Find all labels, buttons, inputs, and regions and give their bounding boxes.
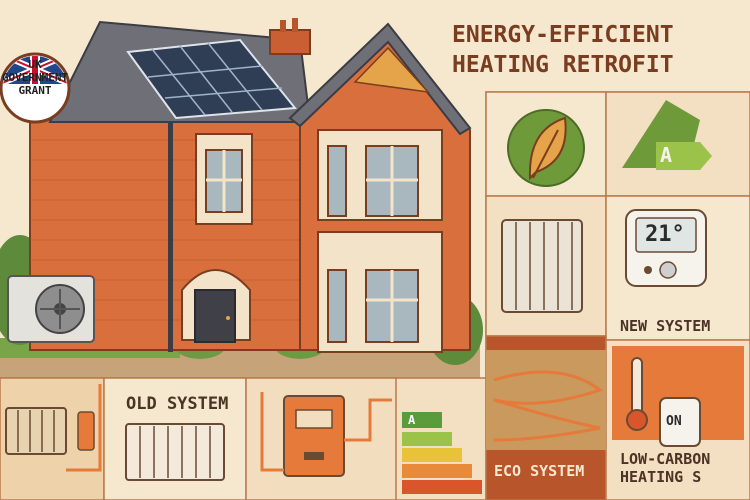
low-carbon-label: LOW-CARBON HEATING S: [620, 450, 710, 486]
new-system-label: NEW SYSTEM: [620, 317, 711, 335]
page-title: ENERGY-EFFICIENT HEATING RETROFIT: [452, 20, 742, 80]
boiler-icon: [260, 392, 392, 477]
switch-state: ON: [666, 414, 682, 429]
flag-icon: [0, 52, 71, 124]
thermometer-icon: [626, 357, 648, 431]
energy-rating-icon: [622, 100, 712, 170]
energy-rating-bars: [402, 412, 482, 494]
grant-badge-text: UK GOVERNMENT GRANT: [0, 58, 70, 97]
low-carbon-line-2: HEATING S: [620, 468, 702, 486]
leaf-icon: [507, 109, 585, 187]
switch-icon: [659, 397, 701, 447]
grant-line-3: GRANT: [18, 84, 52, 97]
heat-pump-icon: [7, 275, 95, 343]
radiator-icon: [501, 219, 583, 313]
radiator-icon: [125, 423, 225, 481]
thermostat-icon: [625, 209, 707, 287]
rating-bar-label: A: [408, 413, 416, 427]
low-carbon-line-1: LOW-CARBON: [620, 450, 711, 468]
eco-system-label: ECO SYSTEM: [494, 462, 585, 480]
radiator-icon: [5, 384, 102, 472]
title-line-2: HEATING RETROFIT: [452, 52, 674, 78]
underfloor-heating: [486, 350, 606, 450]
solar-panel-icon: [126, 38, 297, 120]
title-line-1: ENERGY-EFFICIENT: [452, 22, 674, 48]
thermostat-temp: 21°: [645, 222, 685, 247]
house: [29, 18, 472, 353]
grant-line-2: GOVERNMENT: [1, 71, 69, 84]
rating-letter: A: [660, 143, 673, 167]
old-system-label: OLD SYSTEM: [126, 394, 229, 414]
grant-line-1: UK: [28, 58, 42, 71]
